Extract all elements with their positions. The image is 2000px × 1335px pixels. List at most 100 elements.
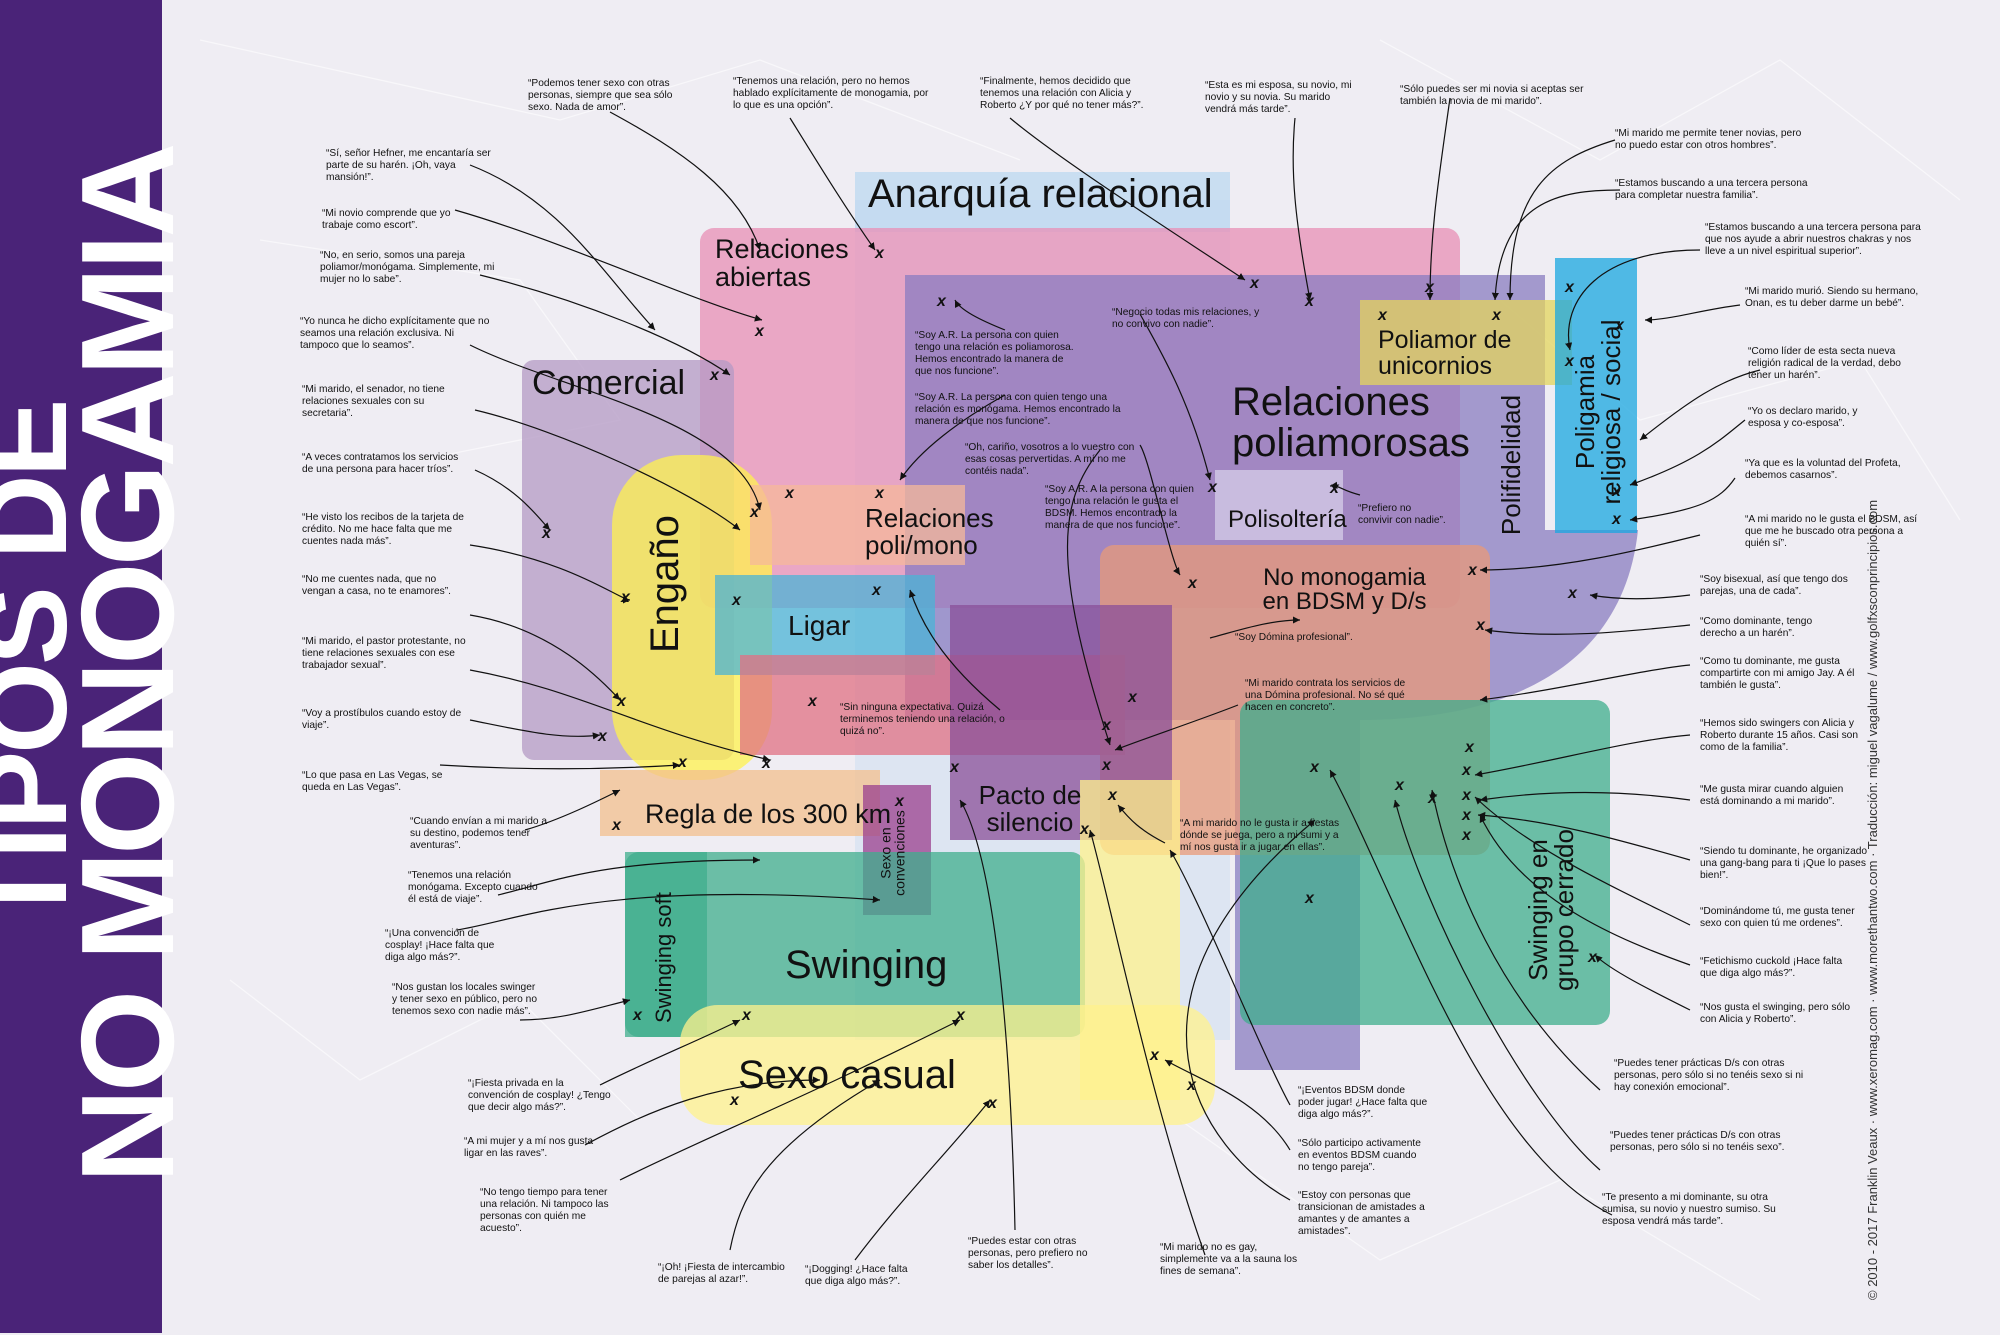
quote: “Mi marido contrata los servicios de una… bbox=[1245, 678, 1406, 713]
quote: “Mi marido no es gay, simplemente va a l… bbox=[1160, 1242, 1298, 1277]
category-convenciones: Sexo en convenciones bbox=[877, 810, 908, 896]
svg-text:x: x bbox=[754, 323, 765, 340]
quote: “Mi marido, el senador, no tiene relacio… bbox=[302, 384, 445, 419]
quote: “¡Fiesta privada en la convención de cos… bbox=[468, 1078, 611, 1113]
quote: “Como dominante, tengo derecho a un haré… bbox=[1700, 616, 1813, 639]
title-band: TIPOS DE NO MONOGAMIA bbox=[0, 0, 201, 1333]
quote: “Puedes estar con otras personas, pero p… bbox=[968, 1236, 1088, 1271]
quote: “Podemos tener sexo con otras personas, … bbox=[528, 78, 673, 113]
category-regla: Regla de los 300 km bbox=[645, 799, 892, 829]
region-anarquia bbox=[855, 172, 1230, 232]
svg-text:x: x bbox=[1101, 717, 1112, 734]
quote: “¡Dogging! ¿Hace falta que diga algo más… bbox=[805, 1264, 908, 1287]
region-poligamia bbox=[1555, 258, 1637, 533]
region-polimono bbox=[750, 485, 965, 565]
quote: “Soy A.R. La persona con quien tengo una… bbox=[915, 392, 1121, 427]
quote: “Esta es mi esposa, su novio, mi novio y… bbox=[1205, 80, 1352, 115]
svg-text:x: x bbox=[729, 1092, 740, 1109]
quote: “¡Oh! ¡Fiesta de intercambio de parejas … bbox=[658, 1262, 785, 1285]
svg-text:x: x bbox=[541, 525, 552, 542]
quote: “Me gusta mirar cuando alguien está domi… bbox=[1700, 784, 1844, 807]
quote: “He visto los recibos de la tarjeta de c… bbox=[302, 512, 464, 547]
quote: “Tenemos una relación monógama. Excepto … bbox=[408, 870, 538, 905]
svg-text:x: x bbox=[1461, 787, 1472, 804]
svg-text:x: x bbox=[616, 693, 627, 710]
svg-text:x: x bbox=[731, 592, 742, 609]
svg-text:x: x bbox=[807, 693, 818, 710]
svg-text:x: x bbox=[1611, 483, 1622, 500]
quote: “Sin ninguna expectativa. Quizá terminem… bbox=[840, 702, 1005, 737]
svg-text:x: x bbox=[1079, 821, 1090, 838]
svg-text:x: x bbox=[955, 1007, 966, 1024]
quote: “Finalmente, hemos decidido que tenemos … bbox=[980, 76, 1144, 111]
region-polisolteria bbox=[1215, 470, 1343, 540]
quote: “Soy Dómina profesional”. bbox=[1235, 632, 1353, 643]
quote: “Mi marido murió. Siendo su hermano, Ona… bbox=[1745, 286, 1919, 309]
svg-text:x: x bbox=[871, 582, 882, 599]
quote: “Lo que pasa en Las Vegas, se queda en L… bbox=[302, 770, 443, 793]
svg-text:x: x bbox=[1464, 739, 1475, 756]
quote: “No tengo tiempo para tener una relación… bbox=[480, 1187, 609, 1234]
credits: © 2010 - 2017 Franklin Veaux · www.xerom… bbox=[1865, 499, 1880, 1300]
category-engano: Engaño bbox=[643, 515, 687, 653]
svg-text:x: x bbox=[1101, 757, 1112, 774]
category-polisolteria: Polisoltería bbox=[1228, 506, 1347, 533]
quote: “Mi marido me permite tener novias, pero… bbox=[1615, 128, 1802, 151]
svg-text:x: x bbox=[1187, 575, 1198, 592]
svg-text:x: x bbox=[1461, 827, 1472, 844]
quote: “Oh, cariño, vosotros a lo vuestro con e… bbox=[965, 442, 1135, 477]
svg-text:x: x bbox=[1107, 787, 1118, 804]
svg-text:x: x bbox=[874, 485, 885, 502]
svg-text:x: x bbox=[1149, 1047, 1160, 1064]
category-swinging: Swinging bbox=[785, 943, 948, 987]
category-comercial: Comercial bbox=[532, 364, 686, 402]
svg-text:x: x bbox=[1475, 617, 1486, 634]
category-anarquia: Anarquía relacional bbox=[868, 172, 1213, 216]
category-casual: Sexo casual bbox=[738, 1053, 956, 1097]
category-polimono: Relaciones poli/mono bbox=[865, 503, 994, 560]
svg-text:x: x bbox=[1377, 307, 1388, 324]
svg-text:x: x bbox=[874, 245, 885, 262]
svg-text:x: x bbox=[1127, 689, 1138, 706]
svg-text:x: x bbox=[709, 367, 720, 384]
svg-text:x: x bbox=[936, 293, 947, 310]
category-cerrado: Swinging en grupo cerrado bbox=[1523, 829, 1579, 991]
category-ligar: Ligar bbox=[788, 610, 851, 641]
quote: “Hemos sido swingers con Alicia y Robert… bbox=[1700, 718, 1859, 753]
quote: “Voy a prostíbulos cuando estoy de viaje… bbox=[302, 708, 462, 731]
quote: “Prefiero no convivir con nadie”. bbox=[1358, 503, 1446, 526]
quote: “Mi marido, el pastor protestante, no ti… bbox=[302, 636, 466, 671]
connector-arrows bbox=[439, 97, 1761, 1261]
quote: “Como líder de esta secta nueva religión… bbox=[1748, 346, 1901, 381]
region-unicornios bbox=[1360, 300, 1572, 385]
quote: “¡Eventos BDSM donde poder jugar! ¿Hace … bbox=[1298, 1085, 1428, 1120]
quote: “Mi novio comprende que yo trabaje como … bbox=[322, 208, 451, 231]
quote: “A veces contratamos los servicios de un… bbox=[302, 452, 459, 475]
svg-text:x: x bbox=[1564, 353, 1575, 370]
svg-text:x: x bbox=[1304, 293, 1315, 310]
svg-text:x: x bbox=[620, 589, 631, 606]
svg-text:x: x bbox=[1567, 585, 1578, 602]
quote: “Siendo tu dominante, he organizado una … bbox=[1700, 846, 1868, 881]
quote: “Soy A.R. A la persona con quien tengo u… bbox=[1045, 484, 1194, 531]
svg-text:x: x bbox=[894, 793, 905, 810]
svg-text:x: x bbox=[749, 504, 760, 521]
quote: “Puedes tener prácticas D/s con otras pe… bbox=[1610, 1130, 1785, 1153]
quote: “A mi mujer y a mí nos gusta ligar en la… bbox=[464, 1136, 594, 1159]
quote: “Cuando envían a mi marido a su destino,… bbox=[410, 816, 548, 851]
quote: “A mi marido no le gusta el BDSM, así qu… bbox=[1745, 514, 1918, 549]
svg-text:x: x bbox=[1467, 562, 1478, 579]
svg-text:x: x bbox=[1587, 949, 1598, 966]
svg-text:x: x bbox=[1309, 759, 1320, 776]
quote: “Puedes tener prácticas D/s con otras pe… bbox=[1614, 1058, 1804, 1093]
svg-text:x: x bbox=[949, 759, 960, 776]
svg-text:x: x bbox=[987, 1095, 998, 1112]
quote: “Negocio todas mis relaciones, y no conv… bbox=[1112, 307, 1260, 330]
quote: “Te presento a mi dominante, su otra sum… bbox=[1602, 1192, 1776, 1227]
quote: “Como tu dominante, me gusta compartirte… bbox=[1700, 656, 1855, 691]
category-unicornios: Poliamor de unicornios bbox=[1378, 326, 1512, 380]
quote: “A mi marido no le gusta ir a fiestas dó… bbox=[1180, 818, 1340, 853]
svg-text:x: x bbox=[1461, 762, 1472, 779]
